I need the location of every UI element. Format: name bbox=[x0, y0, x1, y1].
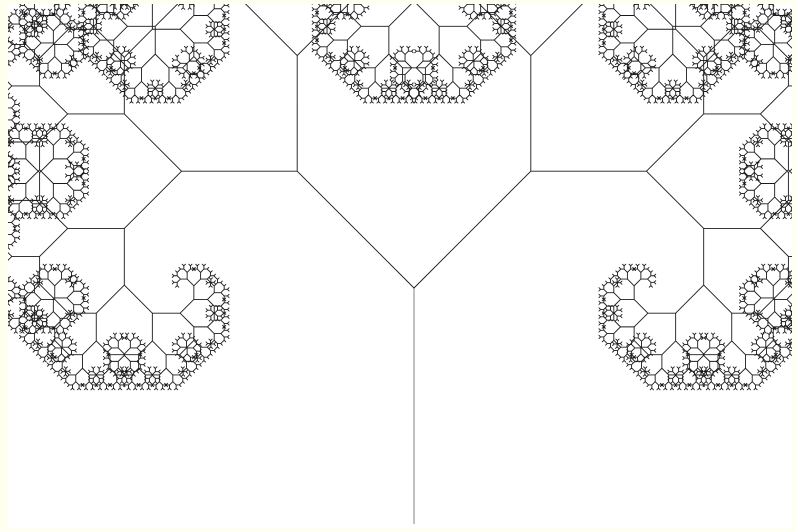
tree-branches bbox=[8, 4, 792, 391]
drawing-canvas bbox=[8, 4, 792, 528]
fractal-tree-drawing bbox=[8, 4, 792, 524]
